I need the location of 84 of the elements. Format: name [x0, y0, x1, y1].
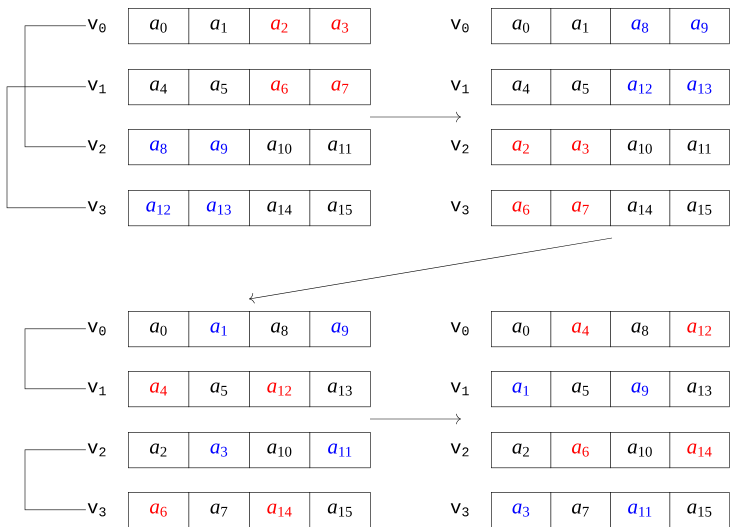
array-cell: a$_{10}$ — [249, 129, 310, 166]
array-cell: a$_{0}$ — [128, 311, 190, 348]
array-cell: a$_{5}$ — [550, 371, 611, 408]
vector-label: v$_{1}$ — [450, 80, 469, 94]
array-cell: a$_{6}$ — [550, 432, 611, 468]
array-cell: a$_{6}$ — [249, 69, 310, 106]
array-cell: a$_{9}$ — [310, 311, 371, 348]
array-cell: a$_{14}$ — [249, 190, 310, 226]
array-cell: a$_{3}$ — [491, 492, 552, 527]
array-cell: a$_{7}$ — [188, 492, 250, 527]
vector-label: v$_{2}$ — [88, 443, 106, 456]
vector-label: v$_{0}$ — [88, 19, 106, 32]
vector-label: v$_{0}$ — [450, 322, 469, 336]
array-cell: a$_{9}$ — [610, 371, 670, 408]
array-cell: a$_{11}$ — [310, 432, 371, 468]
vector-label: v$_{3}$ — [450, 503, 469, 516]
vector-label: v$_{1}$ — [88, 80, 106, 94]
array-cell: a$_{15}$ — [670, 492, 730, 527]
array-cell: a$_{7}$ — [310, 69, 371, 106]
array-cell: a$_{9}$ — [188, 129, 250, 166]
bracket-connector — [24, 26, 86, 148]
array-cell: a$_{15}$ — [310, 492, 371, 527]
vector-label: v$_{0}$ — [88, 322, 106, 336]
array-cell: a$_{14}$ — [610, 190, 670, 226]
array-cell: a$_{13}$ — [670, 69, 730, 106]
array-cell: a$_{4}$ — [128, 69, 190, 106]
array-cell: a$_{11}$ — [310, 129, 371, 166]
array-cell: a$_{12}$ — [249, 371, 310, 408]
array-cell: a$_{15}$ — [310, 190, 371, 226]
array-cell: a$_{4}$ — [550, 311, 611, 348]
array-cell: a$_{0}$ — [128, 8, 190, 44]
array-cell: a$_{6}$ — [128, 492, 190, 527]
array-cell: a$_{10}$ — [610, 129, 670, 166]
array-cell: a$_{8}$ — [610, 311, 670, 348]
vector-label: v$_{2}$ — [88, 140, 106, 154]
array-cell: a$_{10}$ — [610, 432, 670, 468]
array-cell: a$_{8}$ — [610, 8, 670, 44]
vector-label: v$_{3}$ — [88, 503, 106, 516]
array-cell: a$_{3}$ — [188, 432, 250, 468]
vector-label: v$_{2}$ — [450, 443, 468, 456]
array-cell: a$_{1}$ — [491, 371, 552, 408]
array-cell: a$_{0}$ — [491, 8, 552, 44]
array-cell: a$_{15}$ — [670, 190, 730, 226]
array-cell: a$_{1}$ — [550, 8, 611, 44]
bracket-connector — [6, 86, 86, 208]
array-cell: a$_{11}$ — [670, 129, 730, 166]
array-cell: a$_{13}$ — [310, 371, 371, 408]
bracket-connector — [24, 450, 86, 510]
array-cell: a$_{12}$ — [128, 190, 190, 226]
array-cell: a$_{2}$ — [491, 129, 552, 166]
vector-label: v$_{3}$ — [450, 201, 469, 214]
array-cell: a$_{12}$ — [610, 69, 670, 106]
array-cell: a$_{8}$ — [249, 311, 310, 348]
array-cell: a$_{8}$ — [128, 129, 190, 166]
array-cell: a$_{5}$ — [188, 371, 250, 408]
array-cell: a$_{14}$ — [670, 432, 730, 468]
array-cell: a$_{5}$ — [188, 69, 250, 106]
vector-label: v$_{0}$ — [450, 19, 469, 32]
array-cell: a$_{7}$ — [550, 190, 611, 226]
array-cell: a$_{12}$ — [670, 311, 730, 348]
array-cell: a$_{3}$ — [550, 129, 611, 166]
array-cell: a$_{13}$ — [188, 190, 250, 226]
array-cell: a$_{1}$ — [188, 8, 250, 44]
array-cell: a$_{5}$ — [550, 69, 611, 106]
array-cell: a$_{2}$ — [491, 432, 552, 468]
vector-label: v$_{1}$ — [450, 382, 469, 396]
array-cell: a$_{2}$ — [249, 8, 310, 44]
array-cell: a$_{10}$ — [249, 432, 310, 468]
array-cell: a$_{4}$ — [491, 69, 552, 106]
array-cell: a$_{6}$ — [491, 190, 552, 226]
vector-label: v$_{1}$ — [88, 382, 106, 396]
array-cell: a$_{1}$ — [188, 311, 250, 348]
array-cell: a$_{2}$ — [128, 432, 190, 468]
array-cell: a$_{11}$ — [610, 492, 670, 527]
bracket-connector — [24, 328, 86, 390]
array-cell: a$_{9}$ — [670, 8, 730, 44]
vector-label: v$_{3}$ — [88, 201, 106, 214]
array-cell: a$_{0}$ — [491, 311, 552, 348]
array-cell: a$_{7}$ — [550, 492, 611, 527]
vector-label: v$_{2}$ — [450, 140, 468, 154]
array-cell: a$_{3}$ — [310, 8, 371, 44]
array-cell: a$_{13}$ — [670, 371, 730, 408]
array-cell: a$_{4}$ — [128, 371, 190, 408]
array-cell: a$_{14}$ — [249, 492, 310, 527]
